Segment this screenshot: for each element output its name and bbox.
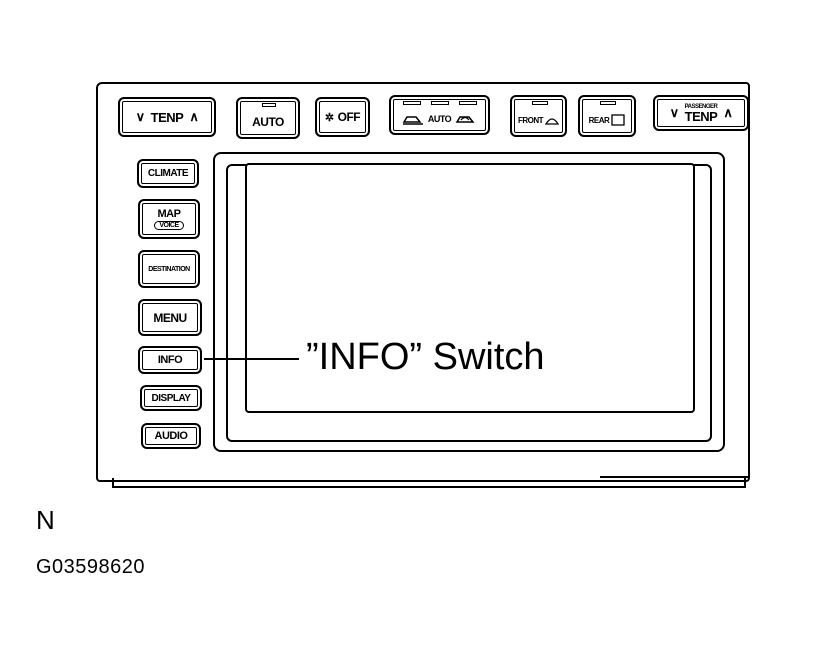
voice-label: VOICE — [154, 220, 184, 230]
panel-base — [112, 478, 746, 488]
chevron-down-icon: ∨ — [669, 105, 680, 120]
callout-label: ”INFO” Switch — [306, 336, 545, 378]
callout-leader-line — [204, 358, 299, 360]
panel-base-edge — [600, 476, 750, 478]
recirculation-auto-button[interactable]: AUTO — [389, 95, 490, 135]
screen-bezel — [213, 152, 725, 452]
front-label: FRONT — [517, 115, 544, 125]
display-screen[interactable] — [245, 163, 695, 413]
info-label: INFO — [157, 354, 183, 366]
recirculation-car-icon — [455, 116, 475, 123]
auto-label: AUTO — [252, 115, 284, 129]
auto-indicator-icon — [262, 103, 276, 107]
climate-label: CLIMATE — [147, 168, 189, 179]
map-label: MAP — [157, 207, 181, 220]
destination-label: DESTINATION — [148, 265, 190, 273]
fresh-air-car-icon — [402, 116, 423, 125]
figure-letter: N — [36, 505, 55, 535]
front-defrost-indicator-icon — [532, 101, 548, 105]
auto-button[interactable]: AUTO — [236, 97, 300, 139]
fresh-air-indicator-icon — [403, 101, 421, 105]
fan-off-button[interactable]: ✲ OFF — [315, 97, 370, 137]
front-defrost-icon — [545, 118, 560, 125]
fan-icon: ✲ — [324, 111, 334, 124]
info-button[interactable]: INFO — [138, 346, 202, 374]
display-label: DISPLAY — [151, 392, 191, 404]
menu-button[interactable]: MENU — [138, 299, 202, 336]
driver-temp-label: TENP — [150, 109, 184, 125]
audio-button[interactable]: AUDIO — [141, 423, 201, 449]
recirc-indicator-icon — [459, 101, 477, 105]
front-defrost-button[interactable]: FRONT — [510, 95, 567, 137]
audio-label: AUDIO — [154, 430, 188, 442]
driver-temp-button[interactable]: ∨ TENP ∧ — [118, 97, 216, 137]
figure-code: G03598620 — [36, 556, 146, 578]
climate-button[interactable]: CLIMATE — [137, 159, 199, 188]
passenger-temp-button[interactable]: ∨ PASSENGER TENP ∧ — [653, 95, 749, 131]
map-voice-button[interactable]: MAP VOICE — [138, 199, 200, 239]
chevron-down-icon: ∨ — [135, 109, 146, 124]
chevron-up-icon: ∧ — [189, 109, 199, 124]
passenger-temp-labels: PASSENGER TENP — [685, 104, 718, 123]
chevron-up-icon: ∧ — [723, 105, 733, 120]
destination-button[interactable]: DESTINATION — [138, 250, 200, 288]
menu-label: MENU — [153, 310, 187, 325]
rear-defrost-icon — [611, 114, 625, 126]
rear-defrost-indicator-icon — [600, 101, 616, 105]
display-button[interactable]: DISPLAY — [140, 385, 202, 411]
passenger-temp-label: TENP — [684, 108, 718, 124]
passenger-label: PASSENGER — [684, 103, 718, 110]
auto-indicator-icon — [431, 101, 449, 105]
off-label: OFF — [337, 110, 361, 124]
rear-defrost-button[interactable]: REAR — [578, 95, 636, 137]
rear-label: REAR — [588, 115, 610, 125]
recirc-auto-label: AUTO — [427, 114, 452, 124]
